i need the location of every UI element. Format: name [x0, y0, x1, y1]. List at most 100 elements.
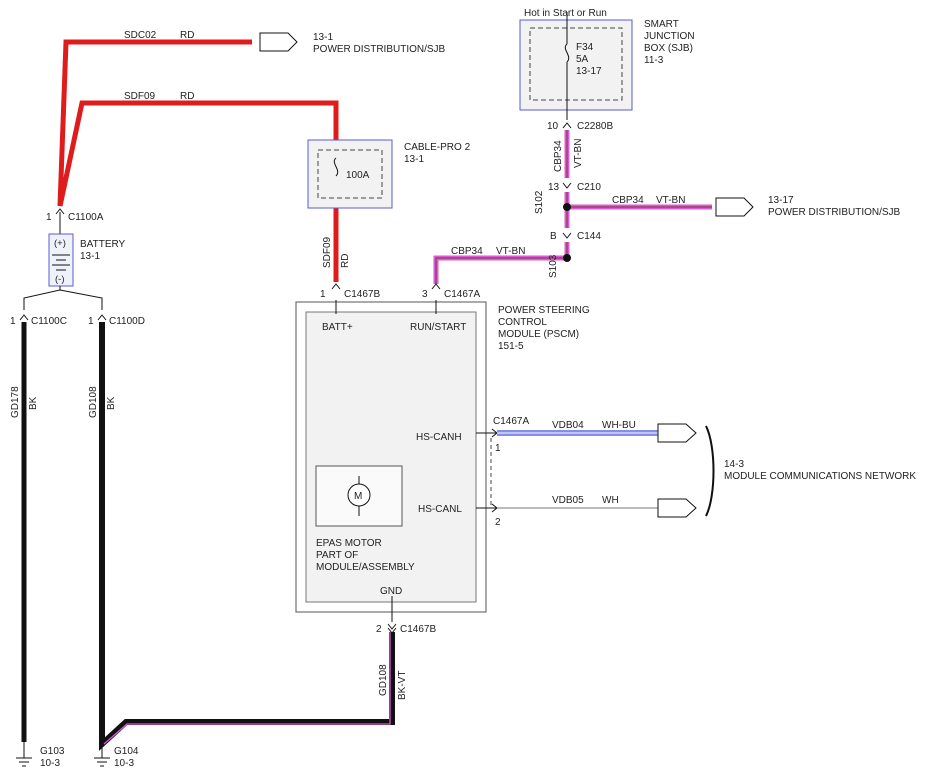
sjb-label-2: JUNCTION: [644, 31, 695, 42]
wire-color-gd108-bottom: BK-VT: [397, 671, 408, 700]
pin-c1467b-top: 1: [320, 289, 326, 300]
connector-marks-cbp34: [562, 122, 572, 239]
wire-gd108: [94, 314, 395, 767]
cablepro-fuse-rating: 100A: [346, 170, 370, 181]
motor-icon: [315, 465, 403, 527]
pin-canl-num: 2: [495, 517, 501, 528]
wire-color-gd108-left: BK: [106, 396, 117, 410]
wire-color-sdc02: RD: [180, 30, 194, 41]
wire-label-gd108-left: GD108: [88, 386, 99, 418]
wire-color-cbp34-right: VT-BN: [656, 195, 685, 206]
connector-c1100c: C1100C: [31, 316, 67, 327]
wire-color-sdf09-top: RD: [180, 91, 194, 102]
wire-label-sdc02: SDC02: [124, 30, 157, 41]
sjb-box: [519, 12, 633, 120]
fuse-name: F34: [576, 42, 594, 53]
connector-c2280b: C2280B: [577, 121, 613, 132]
epas-label-3: MODULE/ASSEMBLY: [316, 562, 415, 573]
wire-vdb04: [476, 423, 697, 443]
motor-symbol: M: [354, 491, 362, 502]
ground-g104: G104: [114, 746, 139, 757]
wire-label-gd108-bottom: GD108: [378, 664, 389, 696]
pin-c144: B: [550, 231, 557, 242]
pin-c2280b: 10: [547, 121, 559, 132]
pscm-pin-canh: HS-CANH: [416, 432, 462, 443]
battery-ref: 13-1: [80, 251, 100, 262]
network-bracket: [705, 425, 715, 517]
label-top-arrow: POWER DISTRIBUTION/SJB: [313, 44, 446, 55]
connector-c1467a-top: C1467A: [444, 289, 480, 300]
splice-s102: S102: [534, 190, 545, 214]
fuse-rating: 5A: [576, 54, 589, 65]
epas-label-2: PART OF: [316, 550, 358, 561]
wire-color-vdb05: WH: [602, 495, 619, 506]
wire-vdb05: [476, 498, 697, 518]
connector-c1100d: C1100D: [109, 316, 145, 327]
pin-c1100a: 1: [46, 212, 52, 223]
connector-arrow-right: [715, 197, 754, 217]
wire-label-vdb04: VDB04: [552, 420, 584, 431]
pscm-label-1: POWER STEERING: [498, 305, 590, 316]
splice-s103: S103: [548, 254, 559, 278]
pin-c210: 13: [548, 182, 560, 193]
connector-c210: C210: [577, 182, 601, 193]
epas-label-1: EPAS MOTOR: [316, 538, 382, 549]
label-network: MODULE COMMUNICATIONS NETWORK: [724, 471, 916, 482]
wire-color-vdb04: WH-BU: [602, 420, 636, 431]
sjb-ref: 11-3: [644, 55, 664, 66]
battery-plus: (+): [54, 238, 66, 249]
ref-network: 14-3: [724, 459, 744, 470]
sjb-hot-label: Hot in Start or Run: [524, 8, 607, 19]
wire-label-cbp34-left: CBP34: [451, 246, 483, 257]
pscm-label-3: MODULE (PSCM): [498, 329, 579, 340]
wire-color-cbp34-v: VT-BN: [573, 139, 584, 168]
wire-color-sdf09-v: RD: [340, 254, 351, 268]
battery-icon: [23, 212, 103, 310]
connector-c1467b-top: C1467B: [344, 289, 380, 300]
wire-gd178: [16, 314, 32, 767]
cablepro-ref: 13-1: [404, 154, 424, 165]
wire-label-sdf09-v: SDF09: [322, 236, 333, 268]
pscm-pin-run: RUN/START: [410, 322, 466, 333]
ground-g103: G103: [40, 746, 65, 757]
battery-minus: (-): [55, 274, 65, 285]
wire-color-gd178: BK: [28, 396, 39, 410]
label-right-arrow: POWER DISTRIBUTION/SJB: [768, 207, 901, 218]
pin-canh-num: 1: [495, 443, 501, 454]
wire-label-sdf09-top: SDF09: [124, 91, 156, 102]
wire-label-cbp34-right: CBP34: [612, 195, 644, 206]
pscm-ref: 151-5: [498, 341, 524, 352]
connector-c1467b-bottom: C1467B: [400, 624, 436, 635]
wire-cbp34: [433, 130, 712, 284]
wire-label-cbp34-v: CBP34: [553, 140, 564, 172]
wire-sdc02: [57, 39, 252, 207]
connector-c1100a-mark: [55, 208, 65, 215]
pscm-module: [295, 283, 487, 634]
connector-c144: C144: [577, 231, 601, 242]
ground-g104-ref: 10-3: [114, 758, 134, 769]
battery-label: BATTERY: [80, 239, 126, 250]
pin-c1467a-top: 3: [422, 289, 428, 300]
pin-c1100c: 1: [10, 316, 16, 327]
sjb-label-3: BOX (SJB): [644, 43, 693, 54]
pscm-label-2: CONTROL: [498, 317, 547, 328]
pin-c1467b-bottom: 2: [376, 624, 382, 635]
ref-top-arrow: 13-1: [313, 32, 333, 43]
connector-c1100a: C1100A: [68, 212, 104, 223]
ground-g103-ref: 10-3: [40, 758, 60, 769]
pscm-pin-batt: BATT+: [322, 322, 353, 333]
pscm-pin-gnd: GND: [380, 586, 402, 597]
pscm-pin-canl: HS-CANL: [418, 504, 462, 515]
cablepro-label: CABLE-PRO 2: [404, 142, 471, 153]
wire-label-gd178: GD178: [10, 386, 21, 418]
sjb-label-1: SMART: [644, 19, 679, 30]
connector-arrow-top: [259, 32, 298, 52]
connector-c1467a-right: C1467A: [493, 416, 529, 427]
ref-right-arrow: 13-17: [768, 195, 794, 206]
wire-color-cbp34-left: VT-BN: [496, 246, 525, 257]
cablepro-box: [307, 139, 393, 209]
fuse-ref: 13-17: [576, 66, 602, 77]
pin-c1100d: 1: [88, 316, 94, 327]
wire-label-vdb05: VDB05: [552, 495, 584, 506]
